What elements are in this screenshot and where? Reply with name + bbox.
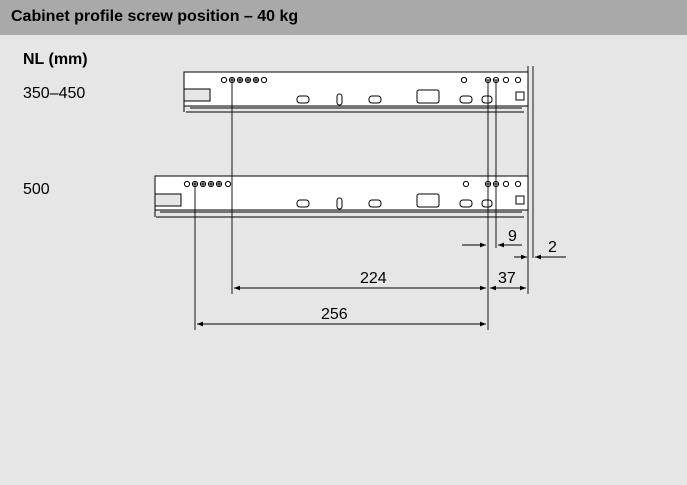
row-label-350-450: 350–450 [23,85,86,102]
dimension-2-label: 2 [548,239,557,256]
dimension-224-label: 224 [360,270,387,287]
rail-1-slots [296,89,525,106]
header-bar: Cabinet profile screw position – 40 kg [0,0,687,35]
dimension-256-label: 256 [321,306,348,323]
extension-lines [194,66,534,330]
dimension-37-label: 37 [498,270,516,287]
rail-2-slots [296,193,525,210]
rail-500 [154,175,529,218]
column-header: NL (mm) [23,51,88,68]
rail-350-450 [183,71,529,113]
row-label-500: 500 [23,181,50,198]
rail-1-screw-holes [220,76,522,84]
dimension-9-label: 9 [508,228,517,245]
diagram-title: Cabinet profile screw position – 40 kg [11,8,299,25]
